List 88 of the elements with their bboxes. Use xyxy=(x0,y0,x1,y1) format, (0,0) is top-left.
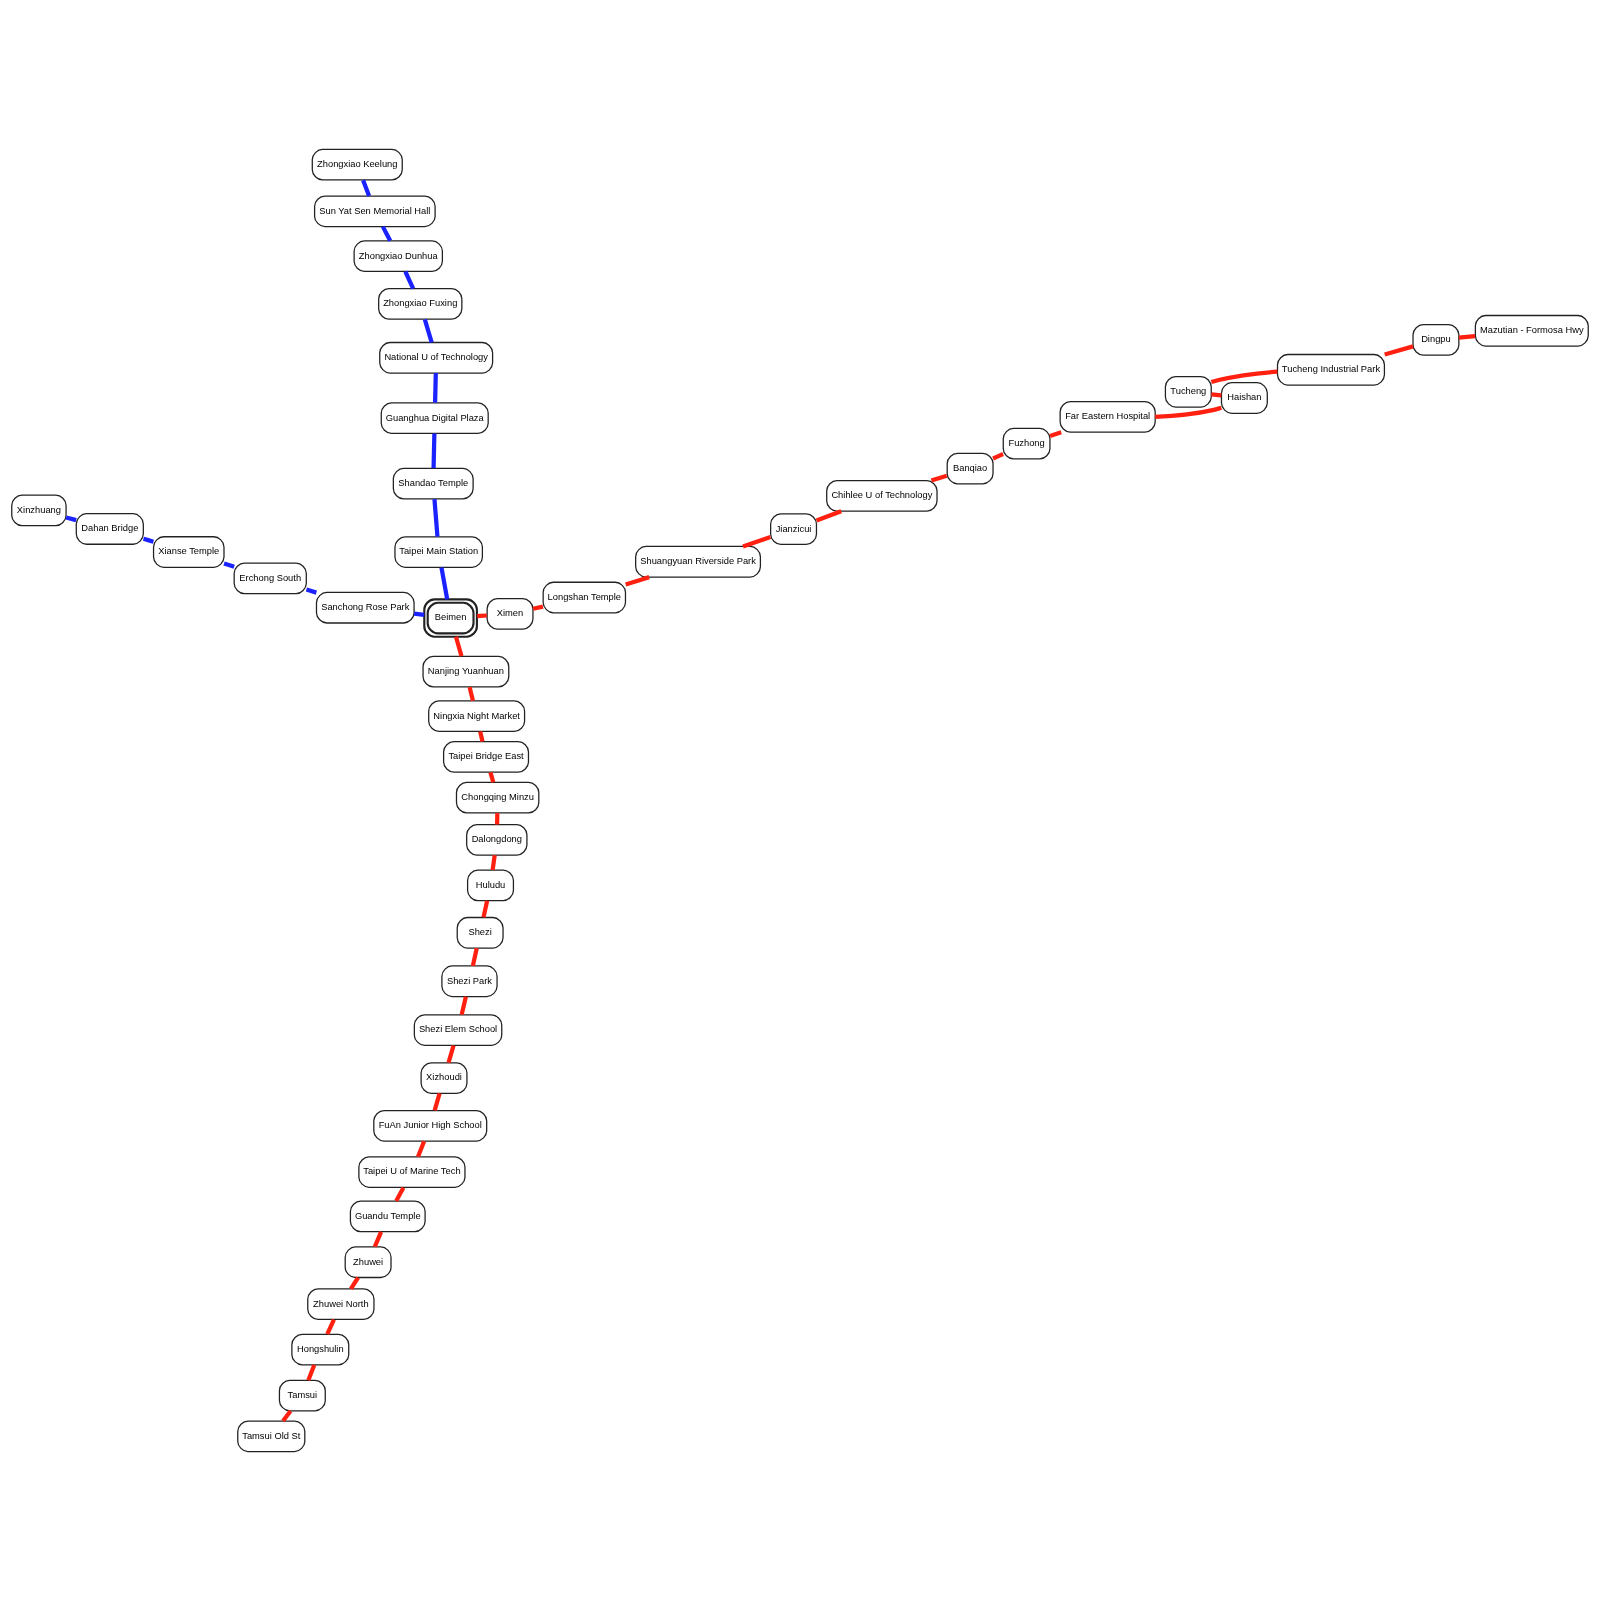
connector xyxy=(361,178,372,197)
node-box: Xianse Temple xyxy=(152,535,225,568)
node-box: Shuangyuan Riverside Park xyxy=(635,545,762,578)
node-box: Sun Yat Sen Memorial Hall xyxy=(313,194,436,227)
node-box: Shezi Elem School xyxy=(413,1013,503,1046)
node-box: Zhuwei North xyxy=(307,1287,375,1320)
node-box: Xizhoudi xyxy=(420,1061,468,1094)
connector xyxy=(281,1409,293,1422)
connector xyxy=(446,1044,456,1063)
connector xyxy=(432,1092,442,1111)
node-box: Far Eastern Hospital xyxy=(1059,400,1156,433)
connector xyxy=(372,1230,384,1248)
node-box: Fuzhong xyxy=(1002,427,1051,460)
node-box: Longshan Temple xyxy=(542,581,627,613)
node-box: Sanchong Rose Park xyxy=(315,591,415,624)
node-box: Huludu xyxy=(466,868,515,901)
node-box: FuAn Junior High School xyxy=(373,1109,488,1142)
node-box: Taipei U of Marine Tech xyxy=(358,1155,466,1188)
connector xyxy=(488,771,496,783)
connector xyxy=(433,372,438,403)
connector xyxy=(1458,333,1476,340)
node-box: Erchong South xyxy=(233,562,307,594)
node-box: Zhuwei xyxy=(344,1245,392,1278)
connector xyxy=(349,1275,360,1290)
connector xyxy=(453,635,464,657)
node-box: Mazutian - Formosa Hwy xyxy=(1474,314,1589,347)
node-box: Nanjing Yuanhuan xyxy=(422,655,510,688)
connector xyxy=(532,604,544,611)
connector xyxy=(1384,343,1414,356)
node-box: Guandu Temple xyxy=(349,1200,426,1232)
node-box: Dalongdong xyxy=(466,823,528,856)
connector xyxy=(422,318,434,343)
connector xyxy=(481,899,490,918)
connector xyxy=(1049,429,1062,438)
node-box: Ningxia Night Market xyxy=(428,699,526,732)
connector xyxy=(495,812,500,824)
connector xyxy=(416,1140,427,1157)
connector xyxy=(394,1186,406,1202)
connector xyxy=(1210,369,1278,384)
connector xyxy=(992,451,1004,460)
connector xyxy=(306,1363,317,1381)
node-box: Shezi Park xyxy=(441,964,498,997)
node-box: Dahan Bridge xyxy=(75,512,144,545)
node-box: Guanghua Digital Plaza xyxy=(380,401,489,434)
node-box: Zhongxiao Fuxing xyxy=(378,287,463,320)
node-box: Haishan xyxy=(1220,381,1268,414)
connector xyxy=(413,611,425,617)
connector xyxy=(625,574,650,587)
connector xyxy=(431,433,437,468)
node-box: Tucheng Industrial Park xyxy=(1276,353,1386,386)
connector xyxy=(65,514,77,522)
connector xyxy=(380,225,393,242)
connector xyxy=(403,270,416,289)
node-box: Chihlee U of Technology xyxy=(826,479,938,512)
node-box: National U of Technology xyxy=(379,341,494,374)
node-box: Hongshulin xyxy=(291,1333,350,1365)
connector xyxy=(478,730,485,742)
connector xyxy=(1211,391,1222,398)
connector xyxy=(930,473,948,483)
node-box: Chongqing Minzu xyxy=(455,781,540,814)
connector xyxy=(490,854,497,870)
node-box: Taipei Bridge East xyxy=(443,740,530,773)
node-box: Tamsui Old St xyxy=(237,1419,306,1452)
connector xyxy=(477,612,487,618)
connector xyxy=(439,566,450,600)
node-box: Tucheng xyxy=(1164,375,1212,408)
connector xyxy=(467,686,475,701)
node-box: Tamsui xyxy=(278,1379,326,1411)
node-box: Zhongxiao Keelung xyxy=(311,148,403,181)
node-box: Banqiao xyxy=(946,452,994,484)
node-box: Zhongxiao Dunhua xyxy=(353,239,444,272)
node-box: Dingpu xyxy=(1412,323,1460,356)
node-box: Jianzicui xyxy=(770,512,818,545)
node-box: Taipei Main Station xyxy=(394,535,483,568)
node-box: Shandao Temple xyxy=(392,467,474,500)
connector xyxy=(305,587,317,595)
connector xyxy=(325,1318,336,1335)
connector xyxy=(432,498,440,537)
connector xyxy=(223,560,235,569)
connector xyxy=(815,508,842,522)
node-box: Xinzhuang xyxy=(11,493,67,526)
node-box: Ximen xyxy=(486,597,534,630)
node-box: Shezi xyxy=(456,916,504,949)
connector xyxy=(742,534,772,548)
connector xyxy=(1155,405,1222,419)
connector xyxy=(142,536,154,544)
connector xyxy=(470,947,479,966)
connector xyxy=(459,995,468,1015)
